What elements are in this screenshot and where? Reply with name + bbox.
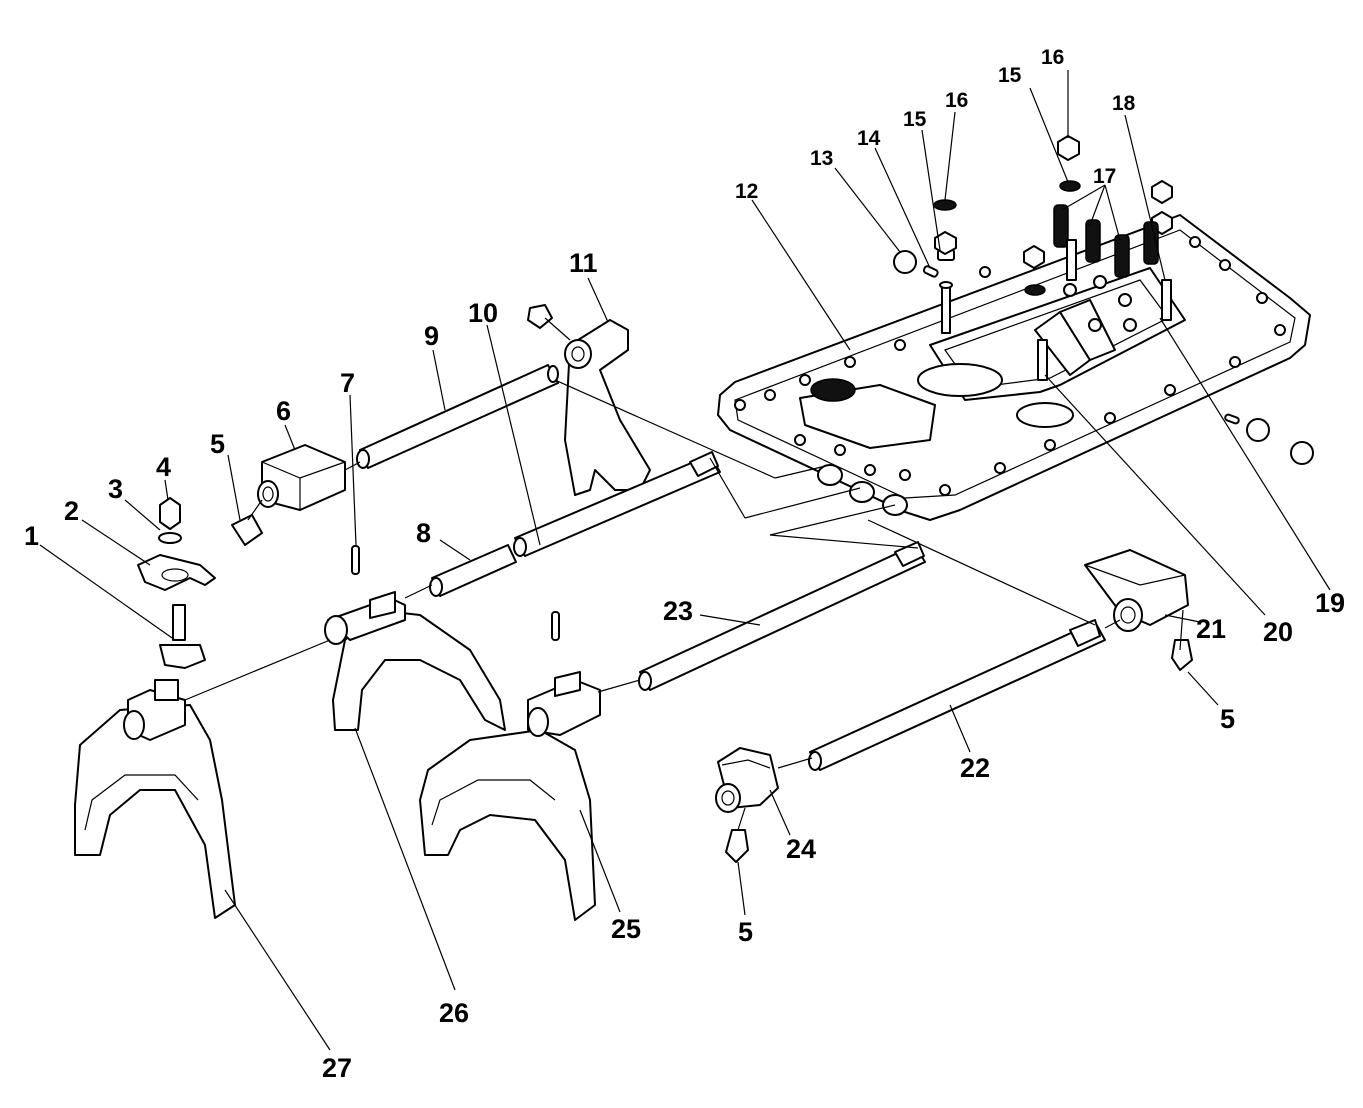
callout-6: 6 [276, 396, 291, 426]
shift-rail-10 [513, 451, 721, 557]
callout-5: 5 [210, 429, 225, 459]
callout-3: 3 [108, 474, 123, 504]
callout-13: 13 [810, 147, 833, 170]
selector-block-24 [715, 747, 779, 813]
callout-10: 10 [468, 298, 498, 328]
callout-23: 23 [663, 596, 693, 626]
callout-9: 9 [424, 321, 439, 351]
set-screws-5 [231, 514, 1193, 863]
callout-18: 18 [1112, 92, 1136, 115]
callout-20: 20 [1263, 617, 1293, 647]
shift-rail-23 [638, 541, 926, 691]
callout-5: 5 [1220, 704, 1235, 734]
callout-16: 16 [945, 89, 968, 112]
top-hardware [893, 135, 1314, 465]
roll-pins-7 [351, 545, 560, 641]
callout-27: 27 [322, 1053, 352, 1083]
callout-26: 26 [439, 998, 469, 1028]
sleeve-8 [429, 544, 517, 597]
shift-fork-27 [74, 679, 236, 919]
callout-22: 22 [960, 753, 990, 783]
selector-block-21 [1084, 549, 1189, 632]
shift-fork-26 [324, 591, 506, 731]
callout-24: 24 [786, 834, 816, 864]
callout-12: 12 [735, 180, 758, 203]
shift-rail-22 [808, 619, 1106, 771]
callout-15: 15 [998, 64, 1022, 87]
callout-11: 11 [569, 248, 598, 278]
callout-16: 16 [1041, 46, 1064, 69]
selector-block-6 [257, 444, 346, 511]
callout-21: 21 [1196, 614, 1226, 644]
shift-rail-9 [356, 364, 559, 469]
bracket-2-nut-3-4-stud [137, 497, 216, 669]
callout-7: 7 [340, 368, 355, 398]
callout-5: 5 [738, 917, 753, 947]
callout-25: 25 [611, 914, 641, 944]
callout-8: 8 [416, 518, 431, 548]
shift-fork-11 [527, 304, 651, 496]
callout-2: 2 [64, 496, 79, 526]
cover-plate [717, 214, 1311, 521]
callout-14: 14 [857, 127, 881, 150]
callout-labels: 1 2 3 4 5 6 7 8 9 10 11 12 13 14 15 16 1… [24, 46, 1345, 1083]
callout-1: 1 [24, 521, 39, 551]
callout-19: 19 [1315, 588, 1345, 618]
callout-4: 4 [156, 452, 171, 482]
callout-17: 17 [1093, 165, 1116, 188]
leader-lines [39, 70, 1331, 1051]
callout-15: 15 [903, 108, 927, 131]
shift-fork-25 [419, 671, 601, 921]
